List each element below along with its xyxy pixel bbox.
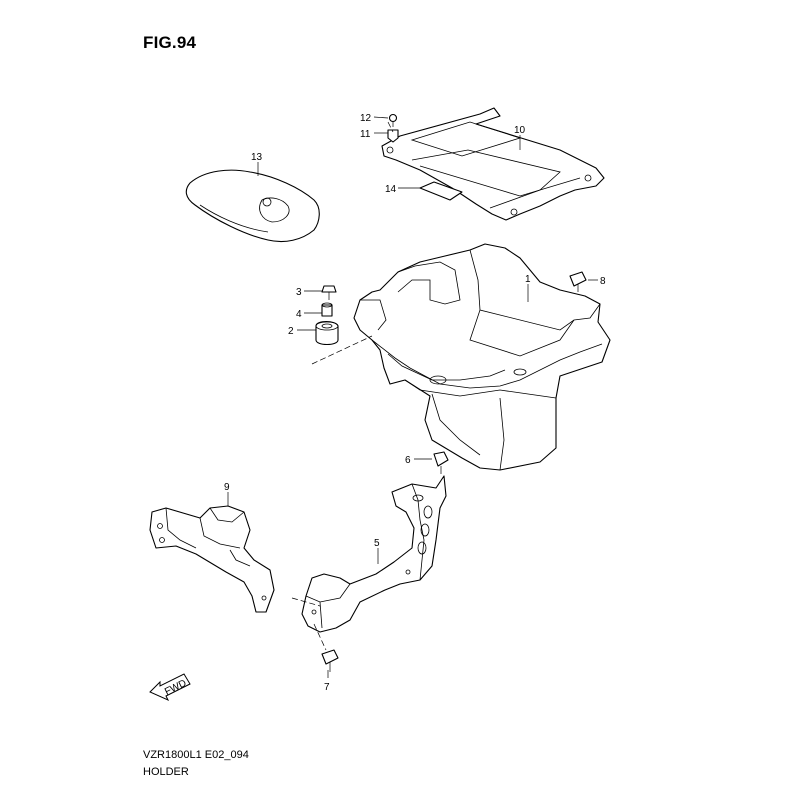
part-12-screw [388, 113, 398, 127]
assembly-lines [291, 121, 394, 651]
callout-10: 10 [514, 125, 526, 136]
callout-13: 13 [251, 152, 263, 163]
part-7-bolt [321, 649, 339, 672]
part-3-bolt [321, 285, 337, 300]
part-4-collar [321, 302, 333, 317]
callout-11: 11 [360, 129, 371, 140]
part-2-grommet [315, 320, 339, 346]
callout-14: 14 [385, 184, 397, 195]
part-14-pad [419, 181, 463, 201]
fwd-label: FWD [163, 678, 188, 698]
part-9-bracket [149, 505, 275, 613]
callout-2: 2 [288, 326, 294, 337]
section-name: HOLDER [143, 766, 189, 778]
part-11-clip [387, 129, 399, 143]
callout-7: 7 [324, 682, 330, 693]
model-code: VZR1800L1 E02_094 [143, 749, 249, 761]
callout-labels: 13 12 11 10 14 1 8 3 4 2 6 5 9 7 [224, 113, 606, 693]
fwd-arrow-icon: FWD [149, 673, 191, 702]
callout-8: 8 [600, 276, 606, 287]
part-6-bolt [433, 451, 449, 474]
callout-4: 4 [296, 309, 302, 320]
callout-1: 1 [525, 274, 531, 285]
leader-lines [227, 116, 598, 678]
part-13-cover [185, 169, 320, 243]
part-10-tray-cover [381, 107, 605, 221]
callout-3: 3 [296, 287, 302, 298]
figure-title: FIG.94 [143, 33, 197, 52]
callout-12: 12 [360, 113, 372, 124]
callout-6: 6 [405, 455, 411, 466]
part-1-battery-holder [353, 243, 611, 471]
callout-5: 5 [374, 538, 380, 549]
callout-9: 9 [224, 482, 230, 493]
part-8-bolt [569, 271, 587, 292]
part-5-bracket [301, 475, 447, 633]
